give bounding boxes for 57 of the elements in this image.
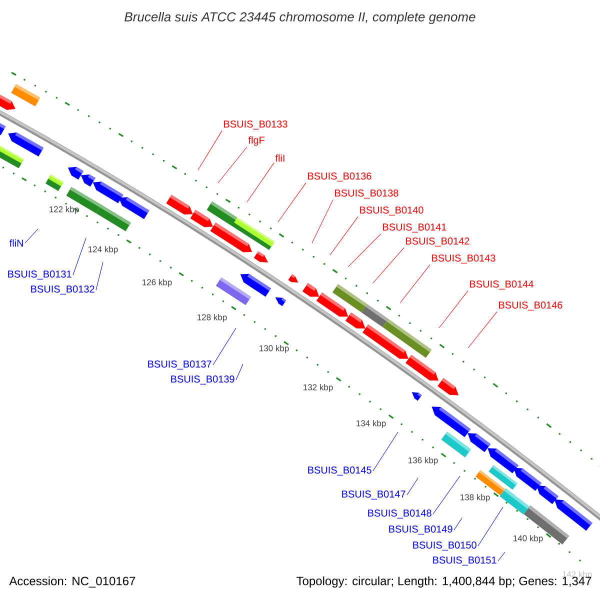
leader-line — [468, 311, 498, 348]
gene-label: BSUIS_B0137 — [148, 360, 212, 370]
gene-label: BSUIS_B0133 — [224, 120, 288, 130]
scale-label: 126 kbp — [142, 279, 172, 287]
accession-text: Accession: NC_010167 — [9, 576, 136, 588]
gene-label: BSUIS_B0144 — [470, 280, 534, 290]
scale-label: 124 kbp — [88, 246, 118, 254]
leader-line — [330, 216, 358, 256]
gene-label: fliI — [275, 154, 284, 162]
leader-line — [96, 262, 104, 290]
leader-line — [24, 228, 38, 244]
leader-line — [72, 238, 86, 276]
leader-line — [406, 478, 418, 496]
gene-label: BSUIS_B0142 — [406, 238, 470, 246]
leader-line — [498, 552, 506, 562]
leader-line — [348, 233, 382, 268]
gene-label: BSUIS_B0139 — [171, 376, 234, 384]
genome-info-text: Topology: circular; Length: 1,400,844 bp; Genes: 1,347 — [296, 576, 592, 588]
gene-label: BSUIS_B0148 — [368, 510, 432, 518]
scale-label: 128 kbp — [198, 314, 227, 322]
leader-line — [218, 146, 248, 184]
leader-line — [438, 290, 468, 328]
gene-label: BSUIS_B0151 — [433, 556, 496, 566]
gene-label: BSUIS_B0149 — [389, 526, 452, 534]
leader-line — [454, 518, 462, 530]
leader-line — [372, 247, 404, 284]
leader-line — [236, 364, 244, 380]
scale-label: 132 kbp — [304, 384, 333, 392]
leader-line — [400, 264, 430, 304]
scale-label: 138 kbp — [460, 494, 490, 502]
title: Brucella suis ATCC 23445 chromosome II, complete genome — [124, 12, 476, 24]
gene-label: BSUIS_B0131 — [8, 270, 72, 280]
gene-label: BSUIS_B0150 — [413, 542, 476, 550]
leader-line — [278, 182, 306, 222]
gene-label: BSUIS_B0145 — [308, 466, 372, 476]
scale-label: 122 kbp — [50, 206, 79, 214]
scale-label: 136 kbp — [408, 457, 438, 465]
gene-label: BSUIS_B0147 — [342, 490, 406, 500]
gene-label: BSUIS_B0132 — [31, 286, 94, 294]
leader-line — [478, 506, 504, 546]
leader-line — [432, 476, 460, 514]
gene-label: BSUIS_B0136 — [308, 172, 372, 182]
gene-label: BSUIS_B0141 — [383, 224, 446, 232]
scale-label: 134 kbp — [356, 420, 386, 428]
leader-line — [372, 432, 398, 472]
gene-label: fliN — [10, 239, 23, 247]
gene-label: flgF — [248, 136, 264, 146]
leader-line — [212, 328, 236, 366]
gene-label: BSUIS_B0140 — [360, 206, 424, 216]
gene-label: BSUIS_B0138 — [335, 190, 398, 198]
gene-label: BSUIS_B0146 — [499, 302, 562, 310]
gene-label: BSUIS_B0143 — [432, 254, 496, 264]
leader-line — [198, 130, 222, 170]
leader-line — [246, 162, 274, 202]
scale-label: 130 kbp — [260, 345, 289, 353]
scale-label: 140 kbp — [514, 535, 543, 543]
leader-line — [312, 199, 334, 244]
